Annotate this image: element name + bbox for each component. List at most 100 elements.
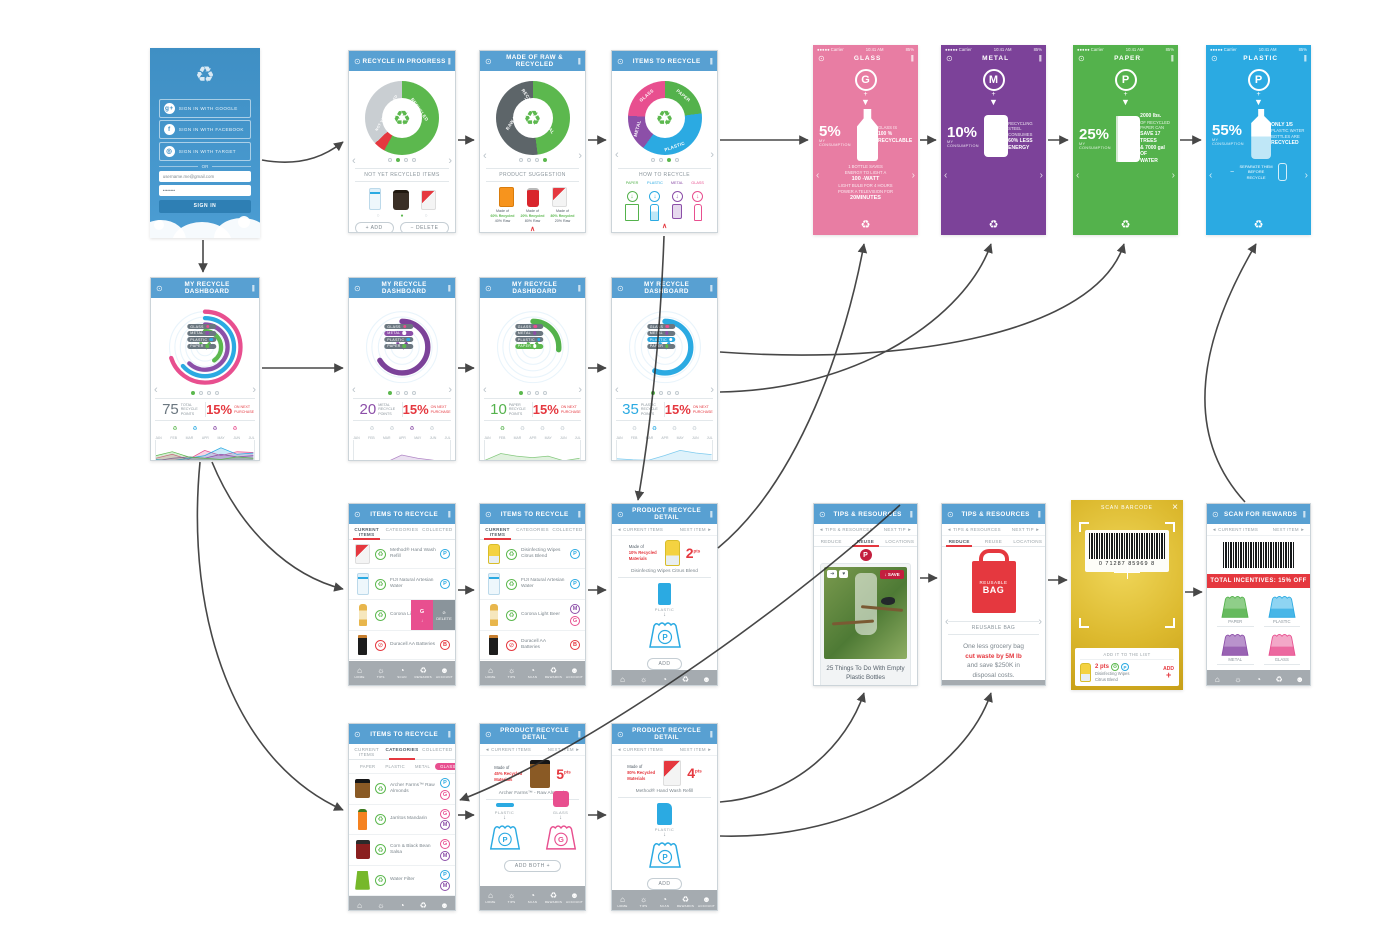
settings-icon[interactable]: ⊙ <box>354 283 361 293</box>
nav-scan[interactable]: ◔SCAN <box>522 892 543 904</box>
menu-icon[interactable]: ||| <box>447 57 452 65</box>
nav-scan[interactable]: ◔SCAN <box>654 676 675 685</box>
page-dots[interactable] <box>518 391 547 395</box>
settings-icon[interactable]: ⊙ <box>1211 54 1218 63</box>
nav-scan[interactable]: ◔SCAN <box>391 667 412 679</box>
pill-paper[interactable]: PAPER <box>360 764 376 769</box>
pull-up-handle[interactable]: ∧||| <box>529 225 536 233</box>
jar-thumb[interactable] <box>392 190 409 210</box>
settings-icon[interactable]: ⊙ <box>617 729 624 739</box>
nav-rewards[interactable]: ♻REWARDS <box>413 902 434 910</box>
menu-icon[interactable]: ||| <box>1038 55 1043 62</box>
menu-icon[interactable]: ||| <box>577 510 582 518</box>
menu-icon[interactable]: ||| <box>447 284 452 292</box>
nav-account[interactable]: ☻ACCOUNT <box>1291 675 1309 686</box>
settings-icon[interactable]: ⊙ <box>354 509 361 519</box>
nav-account[interactable]: ☻ACCOUNT <box>696 896 717 908</box>
menu-icon[interactable]: ||| <box>577 57 582 65</box>
page-dots[interactable] <box>518 158 547 162</box>
chevron-left-icon[interactable]: ‹ <box>483 150 487 163</box>
menu-icon[interactable]: ||| <box>709 510 714 518</box>
nav-tips[interactable]: ☼TIPS <box>501 892 522 904</box>
signin-button[interactable]: SIGN IN <box>158 199 252 213</box>
nav-rewards[interactable]: ♻REWARDS <box>675 676 696 685</box>
chevron-right-icon[interactable]: › <box>252 384 256 397</box>
menu-icon[interactable]: ||| <box>251 284 256 292</box>
soda-can-thumb[interactable] <box>526 188 539 207</box>
nav-account[interactable]: ☻ACCOUNT <box>564 892 585 904</box>
nav-home[interactable]: ⌂HOME <box>612 896 633 908</box>
nav-home[interactable]: ⌂HOME <box>612 676 633 685</box>
settings-icon[interactable]: ⊙ <box>354 56 361 66</box>
chevron-left-icon[interactable]: ‹ <box>615 384 619 397</box>
metal-bin-icon[interactable]: METAL <box>1217 631 1254 665</box>
settings-icon[interactable]: ⊙ <box>156 283 163 293</box>
pill-metal[interactable]: METAL <box>414 764 431 769</box>
menu-icon[interactable]: ||| <box>447 730 452 738</box>
settings-icon[interactable]: ⊙ <box>485 729 492 739</box>
next-link[interactable]: NEXT ITEM ► <box>679 527 712 532</box>
pill-glass[interactable]: GLASS <box>435 763 455 770</box>
chevron-right-icon[interactable]: › <box>710 384 714 397</box>
snack-box-thumb[interactable] <box>498 187 514 207</box>
page-dots[interactable] <box>650 391 679 395</box>
material-filter-icons[interactable]: ♻♻♻♻ <box>500 426 565 432</box>
menu-icon[interactable]: ||| <box>709 284 714 292</box>
nav-rewards[interactable]: ♻REWARDS <box>1270 675 1288 686</box>
chevron-right-icon[interactable]: › <box>578 150 582 163</box>
product-suggestions[interactable] <box>498 187 567 207</box>
chevron-right-icon[interactable]: › <box>1038 616 1042 629</box>
nav-tips[interactable]: ☼TIPS <box>1228 676 1249 686</box>
water-bottle-thumb[interactable] <box>368 188 381 210</box>
nav-tips[interactable]: ☼TIPS <box>633 896 654 908</box>
nav-tips[interactable]: ☼TIPS <box>370 667 391 679</box>
nav-rewards[interactable]: ♻REWARDS <box>544 666 563 679</box>
settings-icon[interactable]: ⊙ <box>946 54 953 63</box>
list-item-swiped[interactable]: ♻Corona Light Beer G↓⊘DELETE <box>349 600 455 631</box>
tab-categories[interactable]: CATEGORIES <box>384 744 419 760</box>
prev-link[interactable]: ◄ CURRENT ITEMS <box>1212 527 1259 532</box>
chevron-left-icon[interactable]: ‹ <box>352 155 356 168</box>
tab-categories[interactable]: CATEGORIES <box>516 527 549 532</box>
save-button[interactable]: ↓ SAVE <box>880 570 904 579</box>
chevron-left-icon[interactable]: ‹ <box>945 616 949 629</box>
page-dots[interactable] <box>650 158 679 162</box>
delete-button[interactable]: − DELETE <box>399 222 450 232</box>
page-dots[interactable] <box>388 158 416 162</box>
add-both-button[interactable]: ADD BOTH + <box>503 860 562 873</box>
chevron-right-icon[interactable]: › <box>911 170 915 182</box>
material-filter-icons[interactable]: ♻♻♻♻ <box>369 426 435 432</box>
chevron-right-icon[interactable]: › <box>1304 170 1308 182</box>
tab-locations[interactable]: LOCATIONS <box>1013 539 1043 544</box>
nav-tips[interactable]: ☼TIPS <box>370 902 391 910</box>
chevron-left-icon[interactable]: ‹ <box>1076 170 1080 182</box>
share-icon[interactable]: ➔ <box>827 570 838 578</box>
add-button[interactable]: + ADD <box>354 222 394 232</box>
nav-account[interactable]: ☻ACCOUNT <box>434 902 455 910</box>
menu-icon[interactable]: ||| <box>447 510 452 518</box>
menu-icon[interactable]: ||| <box>1037 510 1042 518</box>
signin-target-button[interactable]: ◎SIGN IN WITH TARGET <box>158 141 252 161</box>
product-carousel[interactable] <box>368 188 436 210</box>
prev-link[interactable]: ◄ CURRENT ITEMS <box>617 747 664 752</box>
menu-icon[interactable]: ||| <box>1303 55 1308 62</box>
settings-icon[interactable]: ⊙ <box>1212 509 1219 519</box>
chevron-left-icon[interactable]: ‹ <box>1209 170 1213 182</box>
close-icon[interactable]: × <box>1172 502 1178 513</box>
nav-home[interactable]: ⌂HOME <box>349 667 370 679</box>
chevron-left-icon[interactable]: ‹ <box>615 149 619 162</box>
carousel-radios[interactable]: ○●○ <box>376 213 428 219</box>
chevron-right-icon[interactable]: › <box>1171 170 1175 182</box>
tab-reduce[interactable]: REDUCE <box>942 536 976 547</box>
nav-scan[interactable]: ◔SCAN <box>1248 676 1269 686</box>
add-button[interactable]: ADD <box>647 658 682 671</box>
nav-rewards[interactable]: ♻REWARDS <box>676 895 695 909</box>
